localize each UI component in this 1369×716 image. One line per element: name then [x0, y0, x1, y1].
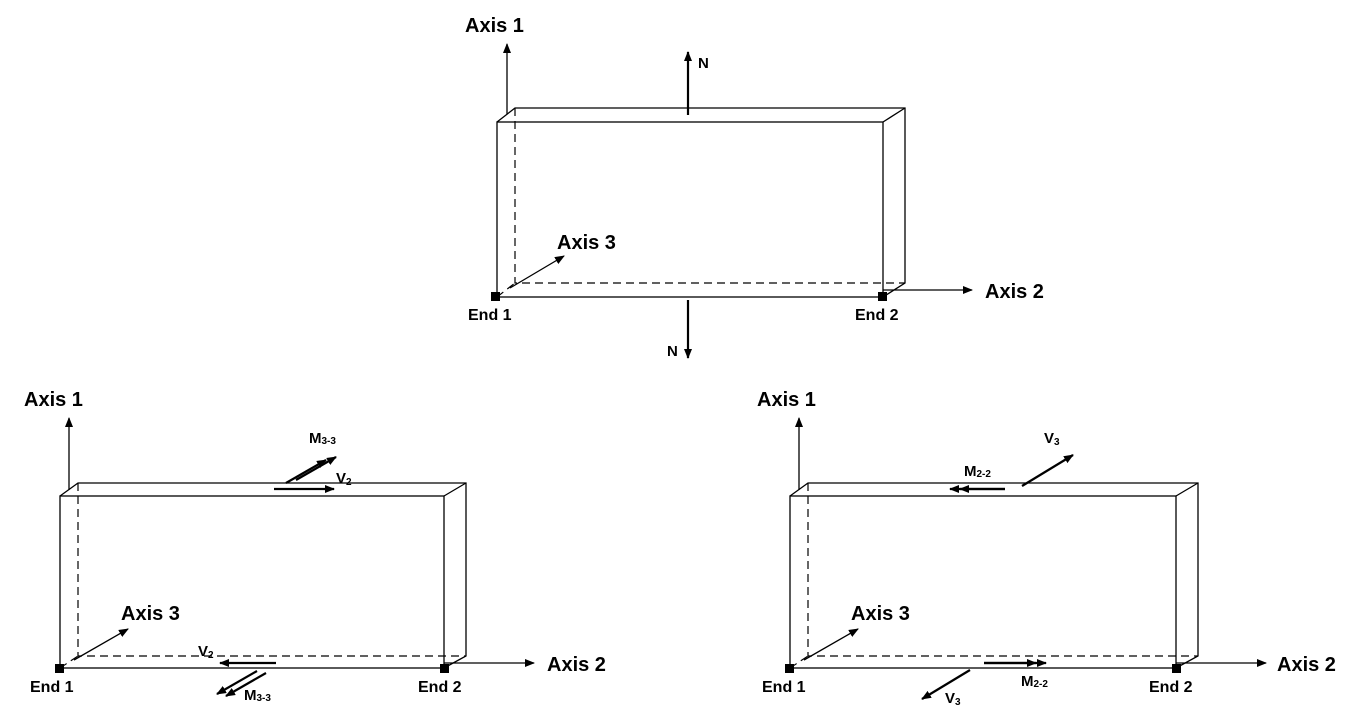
- m22-top-label: M2-2: [964, 463, 991, 480]
- axis1-label: Axis 1: [465, 15, 524, 37]
- axis3-label: Axis 3: [851, 603, 910, 625]
- n-top-label: N: [698, 55, 709, 72]
- v3-top-label: V3: [1044, 430, 1060, 448]
- end2-node: [440, 664, 449, 673]
- axis3-arrow: [803, 628, 859, 661]
- end1-node: [785, 664, 794, 673]
- end1-node: [491, 292, 500, 301]
- end2-node: [878, 292, 887, 301]
- diagram-v3-m22: Axis 1 Axis 3 Axis 2 End 1 End 2 M2-2 V3…: [757, 389, 1336, 708]
- diagram-axial: Axis 1 Axis 3 Axis 2 End 1 End 2 N N: [465, 15, 1044, 360]
- m33-top-label: M3-3: [309, 430, 336, 447]
- m22-bottom-label: M2-2: [1021, 673, 1048, 690]
- end1-node: [55, 664, 64, 673]
- v3-bottom-arrow: [921, 669, 971, 700]
- axis2-label: Axis 2: [985, 281, 1044, 303]
- m33-top-arrow-b: [295, 456, 337, 481]
- v2-top-label: V2: [336, 470, 352, 488]
- axis1-label: Axis 1: [24, 389, 83, 411]
- m33-bottom-label: M3-3: [244, 687, 271, 704]
- m33-top-arrow-a: [285, 459, 327, 484]
- end2-node: [1172, 664, 1181, 673]
- m33-bottom-arrow-b: [225, 672, 267, 697]
- v2-bottom-label: V2: [198, 643, 214, 661]
- axis3-arrow: [73, 628, 129, 661]
- end2-label: End 2: [1149, 679, 1193, 696]
- axis2-label: Axis 2: [1277, 654, 1336, 676]
- axis2-label: Axis 2: [547, 654, 606, 676]
- v3-bottom-label: V3: [945, 690, 961, 708]
- end2-label: End 2: [418, 679, 462, 696]
- m33-bottom-arrow-a: [216, 670, 258, 695]
- diagram-v2-m33: Axis 1 Axis 3 Axis 2 End 1 End 2 M3-3 V2…: [24, 389, 606, 704]
- axis3-label: Axis 3: [557, 232, 616, 254]
- end1-label: End 1: [762, 679, 806, 696]
- axis1-label: Axis 1: [757, 389, 816, 411]
- end1-label: End 1: [468, 307, 512, 324]
- n-bottom-label: N: [667, 343, 678, 360]
- end1-label: End 1: [30, 679, 74, 696]
- axis3-label: Axis 3: [121, 603, 180, 625]
- end2-label: End 2: [855, 307, 899, 324]
- v3-top-arrow: [1021, 454, 1074, 487]
- axis3-arrow: [509, 255, 565, 289]
